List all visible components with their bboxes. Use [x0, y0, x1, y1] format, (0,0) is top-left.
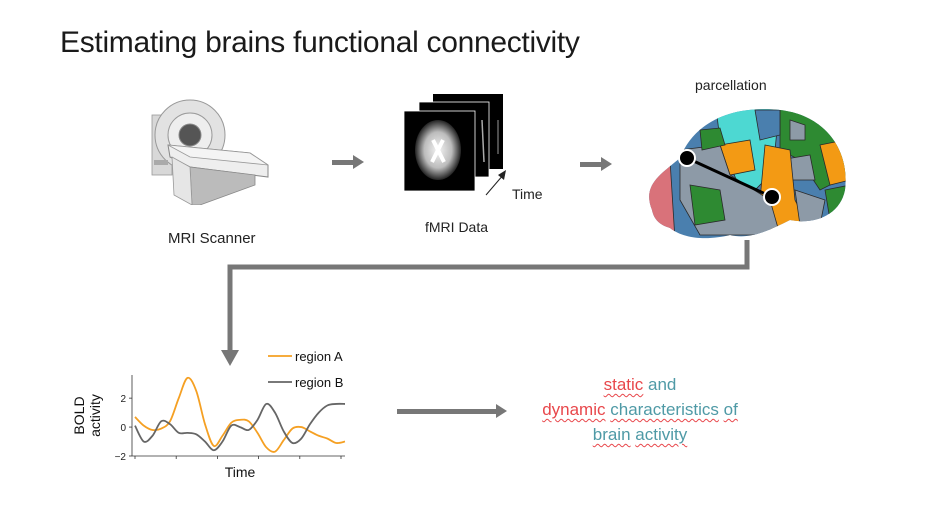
- slide-title: Estimating brains functional connectivit…: [60, 26, 580, 59]
- result-line-3: brain activity: [480, 422, 800, 447]
- arrow-scanner-to-fmri: [332, 155, 364, 169]
- arrow-plot-to-result: [397, 404, 507, 418]
- y-tick-label: 2: [120, 394, 126, 405]
- brain-parcellation-icon: [649, 109, 846, 239]
- time-arrow-icon: [485, 170, 506, 196]
- legend-label: region B: [295, 375, 343, 390]
- result-word: of: [723, 400, 738, 419]
- result-word: characteristics: [610, 400, 719, 419]
- series-line-region-a: [134, 376, 346, 453]
- result-word: and: [643, 375, 677, 394]
- mri-scanner-icon: [151, 99, 269, 205]
- y-tick-label: −2: [115, 452, 127, 463]
- result-line-1: static and: [480, 372, 800, 397]
- result-line-2: dynamic characteristics of: [480, 397, 800, 422]
- arrow-fmri-to-parcellation: [580, 157, 612, 171]
- x-axis-label: Time: [225, 464, 256, 480]
- connector-arrow-parcellation-to-plot: [221, 240, 750, 366]
- result-text: static and dynamic characteristics of br…: [480, 372, 800, 447]
- result-word: static: [603, 375, 644, 394]
- fmri-data-label: fMRI Data: [425, 219, 489, 235]
- fmri-stack-icon: [403, 94, 503, 192]
- result-word: dynamic: [542, 400, 606, 419]
- y-axis-label: BOLD: [71, 396, 87, 434]
- mri-scanner-label: MRI Scanner: [168, 230, 256, 247]
- y-axis-label: activity: [87, 394, 103, 437]
- y-tick-label: 0: [120, 423, 126, 434]
- time-label: Time: [512, 186, 543, 202]
- legend-label: region A: [295, 349, 343, 364]
- series-line-region-b: [134, 402, 346, 452]
- result-word: activity: [635, 425, 688, 444]
- result-word: brain: [592, 425, 631, 444]
- parcellation-label: parcellation: [695, 77, 767, 93]
